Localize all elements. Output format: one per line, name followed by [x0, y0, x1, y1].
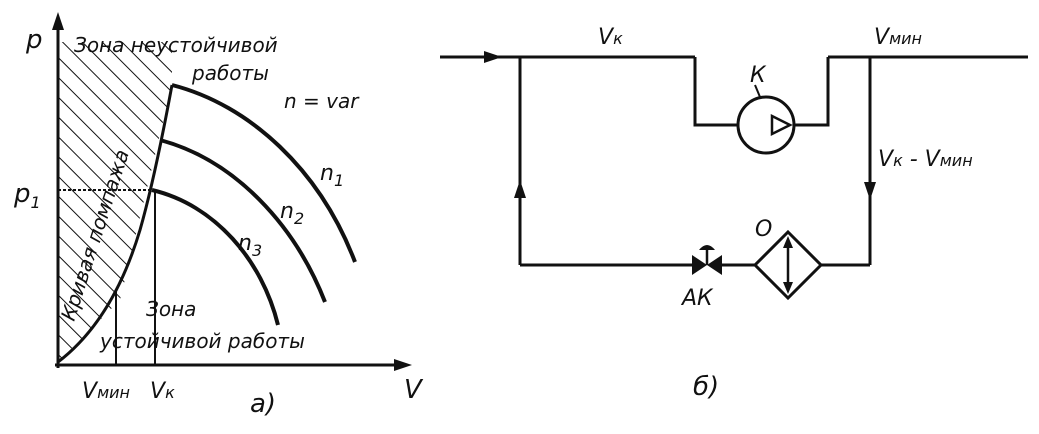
compressor-symbol [736, 84, 796, 155]
curve-label-n3-sub: 3 [252, 241, 262, 260]
bypass-flow-dash: - [903, 147, 925, 172]
p1-label-main: p [13, 179, 31, 209]
bypass-flow-b-sub: мин [940, 151, 973, 170]
speed-curve-n1 [171, 83, 357, 263]
unstable-zone-label-line1: Зона неустойчивой [74, 33, 278, 57]
speed-var-label: n = var [284, 89, 360, 113]
speed-curve-n3 [151, 188, 280, 326]
stable-zone-label-line2: устойчивой работы [99, 329, 305, 353]
cooler-symbol [752, 229, 824, 301]
bypass-flow-a-sub: к [893, 151, 903, 170]
flow-label-vk: Vк [598, 25, 623, 50]
curve-label-n2: n2 [280, 199, 304, 228]
y-axis [52, 12, 64, 368]
x-tick-vk: Vк [150, 379, 175, 404]
compressor-label: К [750, 63, 767, 88]
stable-zone-label-line1: Зона [146, 297, 196, 321]
flow-label-vmin-sub: мин [889, 29, 922, 48]
x-tick-vmin-main: V [82, 379, 99, 404]
x-axis [55, 359, 412, 371]
flow-label-vk-main: V [598, 25, 615, 50]
curve-label-n3: n3 [238, 231, 262, 260]
left-caption: а) [250, 389, 276, 419]
p1-label-sub: 1 [31, 193, 41, 212]
flow-label-vk-sub: к [613, 29, 623, 48]
x-tick-vk-sub: к [165, 383, 175, 402]
valve-label: АК [680, 286, 714, 311]
compressor-outlet-pipe [794, 57, 830, 127]
speed-curve-n2 [159, 138, 327, 303]
bypass-supply-pipe [864, 57, 876, 265]
p1-label: p1 [13, 179, 41, 212]
curve-label-n2-sub: 2 [294, 209, 304, 228]
bypass-return-pipe [514, 57, 526, 265]
curve-label-n3-main: n [238, 231, 252, 256]
curve-label-n1: n1 [320, 161, 344, 190]
unstable-zone-label-line2: работы [191, 61, 269, 85]
bypass-flow-b: V [925, 147, 942, 172]
flow-label-vmin-main: V [874, 25, 891, 50]
compressor-loop-pipe [693, 57, 738, 127]
curve-label-n2-main: n [280, 199, 294, 224]
cooler-label: О [755, 217, 772, 242]
right-caption: б) [693, 372, 719, 402]
antisurge-valve-symbol [692, 245, 722, 275]
bypass-circuit-diagram: Vк Vмин Vк - Vмин К О АК б) [440, 25, 1028, 402]
flow-label-vmin: Vмин [874, 25, 922, 50]
x-tick-vmin-sub: мин [97, 383, 130, 402]
x-tick-vk-main: V [150, 379, 167, 404]
x-tick-vmin: Vмин [82, 379, 130, 404]
x-axis-label: V [404, 375, 424, 405]
main-line-inlet [440, 51, 695, 63]
pressure-flow-diagram: p V p1 Зона неустойчивой работы Кривая п… [13, 12, 424, 419]
y-axis-label: p [25, 25, 43, 55]
curve-label-n1-main: n [320, 161, 334, 186]
bypass-flow-a: V [878, 147, 895, 172]
bypass-flow-label: Vк - Vмин [878, 147, 973, 172]
curve-label-n1-sub: 1 [334, 171, 344, 190]
